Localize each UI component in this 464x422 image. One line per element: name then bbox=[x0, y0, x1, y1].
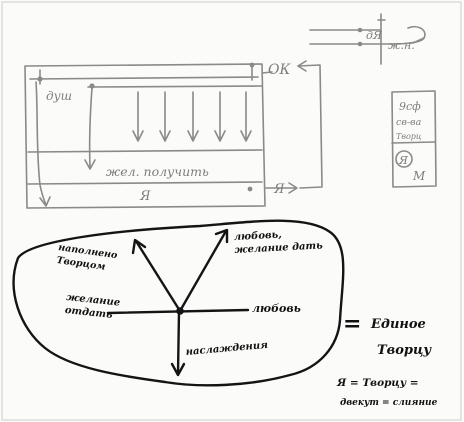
label-upper-left: наполненоТворцом bbox=[56, 242, 119, 274]
label-bottom-self: Я bbox=[139, 189, 151, 204]
outer-rectangle bbox=[24, 63, 266, 209]
bottom-formula-2: двекут = слияние bbox=[340, 398, 438, 408]
bottom-formula-1: Я = Творцу = bbox=[336, 377, 419, 389]
equals-sign: = bbox=[343, 311, 361, 337]
band-bottom-line bbox=[27, 181, 263, 185]
right-loop-line bbox=[297, 64, 323, 189]
top-right-mark-2: ж.н. bbox=[388, 39, 415, 52]
label-left: желаниеотдать bbox=[64, 292, 120, 322]
left-curve-line bbox=[35, 81, 47, 206]
label-band: жел. получить bbox=[106, 164, 209, 179]
side-box-circle bbox=[395, 150, 413, 168]
arrow-origin-dot bbox=[89, 83, 95, 89]
ink-diagram: наполненоТворцом любовь,желание дать жел… bbox=[12, 219, 438, 408]
top-left-dot bbox=[37, 76, 43, 82]
ya-arrow bbox=[265, 182, 298, 194]
inner-top-line bbox=[29, 76, 259, 80]
label-right: любовь bbox=[252, 302, 301, 315]
left-curve-arrowhead bbox=[39, 196, 51, 207]
upper-left-arrow bbox=[131, 238, 182, 313]
side-box-line-1: 9сф bbox=[399, 100, 421, 113]
bottom-right-dot bbox=[247, 186, 253, 192]
label-ok: ОК bbox=[268, 62, 291, 78]
label-top-left: душ bbox=[46, 89, 72, 103]
blob-outline bbox=[12, 219, 345, 387]
origin-down-arrow bbox=[88, 87, 93, 169]
side-box-line-3: Творц bbox=[396, 132, 422, 141]
label-down: наслаждения bbox=[185, 340, 268, 358]
origin-down-arrowhead bbox=[84, 159, 96, 170]
label-upper-right: любовь,желание дать bbox=[234, 227, 324, 256]
right-loop-arrowhead bbox=[297, 60, 307, 72]
top-horizontal-line bbox=[87, 85, 263, 88]
top-right-cluster: дЯ ж.н. bbox=[309, 13, 426, 65]
label-right-self: Я bbox=[273, 182, 285, 197]
upper-right-arrow bbox=[178, 228, 229, 313]
top-right-dot bbox=[249, 62, 255, 68]
pencil-diagram: душ ОК жел. получить Я Я дЯ ж.н. 9 bbox=[24, 13, 437, 209]
band-top-line bbox=[27, 149, 263, 153]
side-box-letter: М bbox=[412, 169, 426, 183]
side-box: 9сф св-ва Творц Я М bbox=[391, 90, 437, 188]
side-box-circle-label: Я bbox=[398, 154, 409, 167]
ok-arrow bbox=[261, 71, 273, 74]
center-dot bbox=[176, 307, 184, 315]
down-arrow bbox=[170, 309, 186, 377]
top-right-mark-1: дЯ bbox=[366, 29, 383, 42]
side-box-line-2: св-ва bbox=[396, 117, 422, 128]
down-arrows bbox=[132, 91, 252, 142]
